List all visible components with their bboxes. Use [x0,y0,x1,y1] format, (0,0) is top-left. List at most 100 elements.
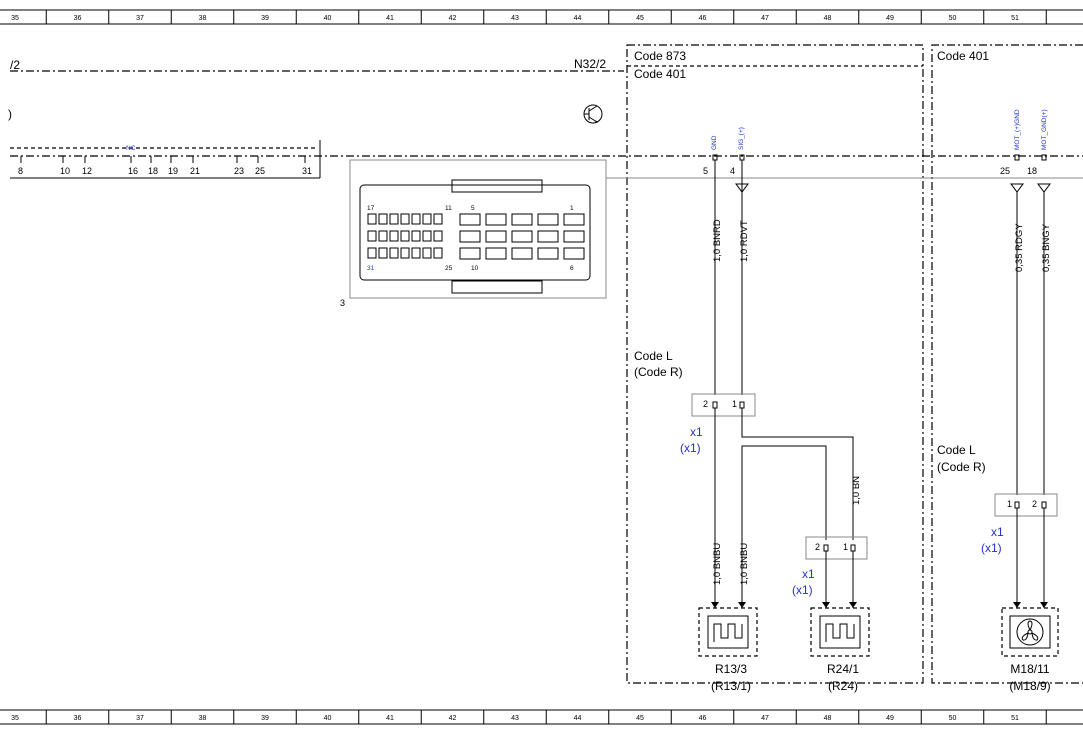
code-401-region [931,44,1083,684]
ruler-number: 37 [136,715,144,722]
wire-label-rdgy: 0,35 RDGY [1014,223,1025,272]
ruler-number: 35 [11,15,19,22]
small-pin-cavity [378,230,388,242]
motor-m18-11 [1001,607,1059,657]
x1-c-label: x1 [991,525,1004,539]
ruler-number: 39 [261,15,269,22]
large-pin-cavity [485,247,507,260]
strip-pin-number: 8 [18,166,23,176]
ruler-number: 40 [324,15,332,22]
r24-label: (R24) [828,679,858,693]
ruler-number: 36 [74,715,82,722]
signal-sig: SIG_(+) [738,127,745,150]
strip-pin-number: 16 [128,166,138,176]
ruler-number: 42 [449,715,457,722]
strip-pin-number: 10 [60,166,70,176]
ruler-number: 44 [574,15,582,22]
connector-face: 17 11 5 1 31 25 10 6 [349,159,607,299]
strip-pin-number: 18 [148,166,158,176]
r13-1-label: (R13/1) [711,679,751,693]
small-pin-cavity [389,230,399,242]
code-r-label-2: (Code R) [937,460,986,474]
small-pin-cavity [400,247,410,259]
ruler-number: 50 [949,15,957,22]
nc-label: NC [126,145,136,152]
code-401-label-b: Code 401 [937,49,989,63]
x1-c-pin2: 2 [1032,499,1037,509]
ruler-number: 51 [1011,15,1019,22]
small-pin-cavity [411,230,421,242]
face-label-5: 5 [471,205,475,212]
strip-pin-number: 31 [302,166,312,176]
ruler-number: 35 [11,715,19,722]
x1-a-label: x1 [690,425,703,439]
ruler-number: 44 [574,715,582,722]
small-pin-cavity [433,213,443,225]
ruler-number: 43 [511,715,519,722]
ruler-number: 38 [199,15,207,22]
ruler-number: 37 [136,15,144,22]
large-pin-cavity [537,230,559,243]
transistor-icon [583,104,603,124]
pin-4: 4 [730,166,735,176]
large-pin-cavity [563,213,585,226]
large-pin-cavity [537,213,559,226]
heater-element-icon [713,623,743,642]
small-pin-cavity [389,213,399,225]
fan-icon [1021,620,1039,641]
left-ref-label: /2 [10,58,20,72]
x1-b-pin1: 1 [843,542,848,552]
small-pin-cavity [433,247,443,259]
wire-label-rdvt: 1,0 RDVT [739,220,750,262]
ruler-number: 47 [761,715,769,722]
m18-11-label: M18/11 [1010,662,1049,676]
ruler-number: 41 [386,15,394,22]
ruler-number: 45 [636,15,644,22]
ruler-number: 42 [449,15,457,22]
connector-x1-a: 2 1 [691,393,756,417]
face-label-25: 25 [445,265,453,272]
ruler-number: 51 [1011,715,1019,722]
small-pin-cavity [422,247,432,259]
x1-b-label: x1 [802,567,815,581]
ruler-number: 50 [949,715,957,722]
ruler-number: 46 [699,15,707,22]
wire-bn [741,408,854,540]
x1-a-pin1: 1 [732,399,737,409]
ruler-number: 49 [886,715,894,722]
face-label-31: 31 [367,265,375,272]
ruler-number: 49 [886,15,894,22]
face-label-17: 17 [367,205,375,212]
large-pin-cavity [485,213,507,226]
small-pin-cavity [422,213,432,225]
connector-x1-b: 2 1 [805,536,868,560]
large-pin-cavity [563,247,585,260]
large-pin-cavity [511,247,533,260]
x1-a-pin2: 2 [703,399,708,409]
wire-label-bngy: 0,35 BNGY [1041,223,1052,272]
code-873-label: Code 873 [634,49,686,63]
r24-1-label: R24/1 [827,662,859,676]
face-label-11: 11 [445,205,452,212]
pin-5: 5 [703,166,708,176]
large-pin-cavity [459,247,481,260]
ruler-number: 38 [199,715,207,722]
small-pin-cavity [367,213,377,225]
wire-bnbu-2 [741,445,827,608]
face-label-1: 1 [570,205,574,212]
ruler-number: 47 [761,15,769,22]
ruler-number: 46 [699,715,707,722]
m18-9-label: (M18/9) [1009,679,1050,693]
small-pin-cavity [400,230,410,242]
ruler-number: 39 [261,715,269,722]
large-pin-cavity [485,230,507,243]
signal-mot-gnd: MOT_(+)GND [1014,109,1021,150]
code-r-label-1: (Code R) [634,365,683,379]
ruler-number: 41 [386,715,394,722]
ruler-number: 48 [824,715,832,722]
heater-element-icon [825,623,855,642]
